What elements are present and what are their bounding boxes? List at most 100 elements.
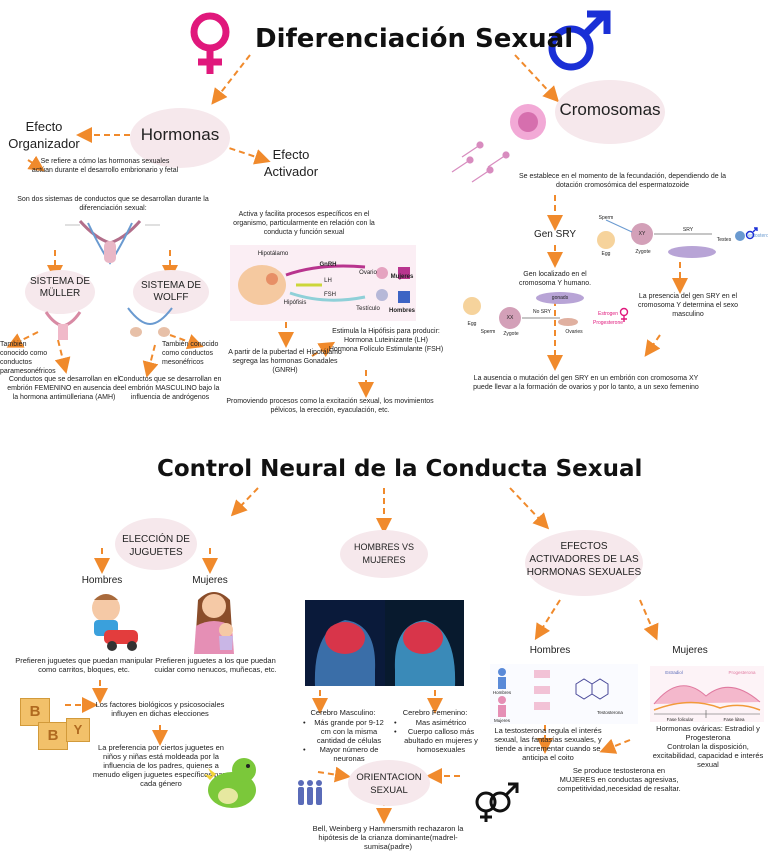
efecto-organizador-desc: Se refiere a cómo las hormonas sexuales …	[31, 158, 179, 174]
brains-drawing	[305, 600, 464, 686]
sperm-label: Sperm	[598, 215, 614, 221]
blob	[340, 530, 428, 578]
blob	[525, 530, 643, 596]
cerebro-masculino-title: Cerebro Masculino:	[310, 708, 376, 717]
zygote-label: Zygote	[635, 249, 651, 255]
arrow	[219, 144, 271, 165]
muller-node: SISTEMA DE MÜLLER	[29, 276, 90, 299]
arrow	[169, 334, 204, 350]
diagram-mujeres: Mujeres	[493, 718, 510, 723]
diagram-fase-folicular: Fase folicular	[666, 717, 694, 722]
mujeres-label: Mujeres	[192, 575, 228, 586]
pubertad-text: A partir de la pubertad el Hipotálamo se…	[228, 349, 342, 374]
arrow	[644, 334, 661, 357]
arrow	[142, 344, 159, 378]
boy-car-icon	[92, 594, 138, 651]
bottom-title: Control Neural de la Conducta Sexual	[157, 456, 643, 482]
cerebro-femenino-list: •Mas asimétrico •Cuerpo calloso más abul…	[394, 718, 478, 754]
ovaries-label: Ovaries	[565, 329, 583, 335]
lh-label: LH	[324, 278, 332, 284]
factores-text: Los factores biológicos y psicosociales …	[95, 700, 225, 718]
promoviendo-text: Promoviendo procesos como la excitación …	[226, 398, 434, 414]
gonads-label: gonads	[551, 295, 569, 301]
zygote-label: Zygote	[503, 331, 519, 337]
hombres-prefieren: Prefieren juguetes que puedan manipular …	[15, 656, 153, 674]
efectos-node: EFECTOS ACTIVADORES DE LAS HORMONAS SEXU…	[526, 541, 642, 578]
female-symbol-icon	[190, 12, 230, 74]
xy-label: XY	[638, 231, 646, 237]
hormonas-node: Hormonas	[140, 125, 220, 144]
blocks-icon: B B Y	[10, 696, 90, 756]
diagram-hombres: Hombres	[492, 690, 512, 695]
cromosomas-node: Cromosomas	[559, 100, 661, 119]
arrow	[54, 339, 71, 374]
sry-diagram-bottom: Egg Sperm XX Zygote gonads No SRY Ovarie…	[460, 288, 630, 338]
testes-label: Testes	[716, 237, 732, 243]
wolff-alias: También conocido como conductos mesonéfr…	[162, 341, 219, 366]
sry-diagram-top: Sperm Egg Zygote XY SRY Testes Testoster…	[592, 212, 768, 262]
egg-label: Egg	[467, 321, 477, 327]
arrow	[534, 599, 561, 641]
blob	[348, 760, 430, 806]
ovario-label: Ovario	[359, 270, 377, 276]
preferencia-text: La preferencia por ciertos juguetes en n…	[92, 743, 230, 788]
list-item: •Mayor número de neuronas	[303, 745, 379, 763]
efecto-organizador: Efecto Organizador	[8, 119, 80, 151]
estrogen-label: Estrogen Progesterone	[592, 311, 624, 326]
list-item: •Mas asimétrico	[394, 718, 467, 727]
hombres-label: Hombres	[81, 575, 123, 586]
male-symbol-icon	[548, 10, 611, 71]
diagram-estradiol: Estradiol	[665, 670, 683, 675]
arrow	[639, 599, 659, 641]
efecto-activador: Efecto Activador	[263, 147, 319, 179]
xx-label: XX	[506, 315, 514, 321]
arrow	[230, 487, 259, 517]
cerebro-masculino-list: •Más grande por 9-12 cm con la misma can…	[303, 718, 385, 763]
gen-localizado-text: Gen localizado en el cromosoma Y humano.	[518, 271, 592, 287]
se-produce-text: Se produce testosterona en MUJERES en co…	[557, 766, 681, 793]
gender-symbols-icon	[475, 782, 519, 822]
estimula-text: Estimula la Hipófisis para producir: Hor…	[328, 328, 444, 353]
activador-desc: Activa y facilita procesos específicos e…	[233, 211, 375, 236]
mujeres-label: Mujeres	[390, 274, 414, 280]
blob	[555, 80, 665, 144]
diagram-fase-lutea: Fase lútea	[723, 717, 745, 722]
gnrh-label: GnRH	[319, 262, 337, 268]
fecundacion-text: Se establece en el momento de la fecunda…	[518, 173, 727, 189]
bell-text: Bell, Weinberg y Hammersmith rechazaron …	[312, 824, 464, 851]
hypothalamus-diagram: Hipotálamo GnRH Hipófisis LH FSH Ovario …	[230, 245, 416, 321]
arrow	[599, 738, 631, 754]
blob	[115, 518, 197, 570]
list-item: •Cuerpo calloso más abultado en mujeres …	[394, 727, 478, 754]
hombres-label: Hombres	[388, 308, 415, 314]
sry-label: SRY	[682, 227, 694, 233]
male-small-icon	[745, 227, 758, 240]
ovaricas-text: Hormonas ováricas: Estradiol y Progester…	[652, 724, 764, 769]
testosterona-desc: La testosterona regula el interés sexual…	[494, 726, 602, 762]
block: Y	[66, 718, 90, 742]
testosterone-drawing	[498, 668, 609, 717]
arrow	[317, 766, 351, 783]
blob	[25, 270, 95, 314]
uterus-icon	[44, 311, 82, 340]
fsh-label: FSH	[324, 292, 336, 298]
ovarian-cycle-diagram: Estradiol Progesterona Fase folicular Fa…	[650, 666, 764, 722]
wolff-node: SISTEMA DE WOLFF	[140, 280, 201, 303]
arrow	[27, 155, 45, 172]
orientacion-node: ORIENTACION SEXUAL	[356, 772, 422, 796]
muller-desc: Conductos que se desarrollan en el embri…	[7, 376, 121, 401]
sistemas-intro: Son dos sistemas de conductos que se des…	[17, 196, 209, 212]
egg-label: Egg	[601, 251, 611, 257]
people-icon	[298, 780, 322, 805]
efectos-hombres-label: Hombres	[529, 645, 571, 656]
blob	[130, 108, 230, 168]
hombres-vs-node: HOMBRES VS MUJERES	[353, 542, 414, 565]
arrow	[6, 331, 39, 348]
arrow	[509, 487, 550, 530]
testosterone-diagram: Hombres Mujeres Testosterona	[490, 664, 638, 724]
eleccion-node: ELECCIÓN DE JUGUETES	[122, 534, 190, 558]
block: B	[20, 698, 50, 726]
testiculo-label: Testículo	[356, 306, 380, 312]
dinosaur-toy-icon	[204, 758, 256, 808]
blob	[133, 270, 209, 314]
